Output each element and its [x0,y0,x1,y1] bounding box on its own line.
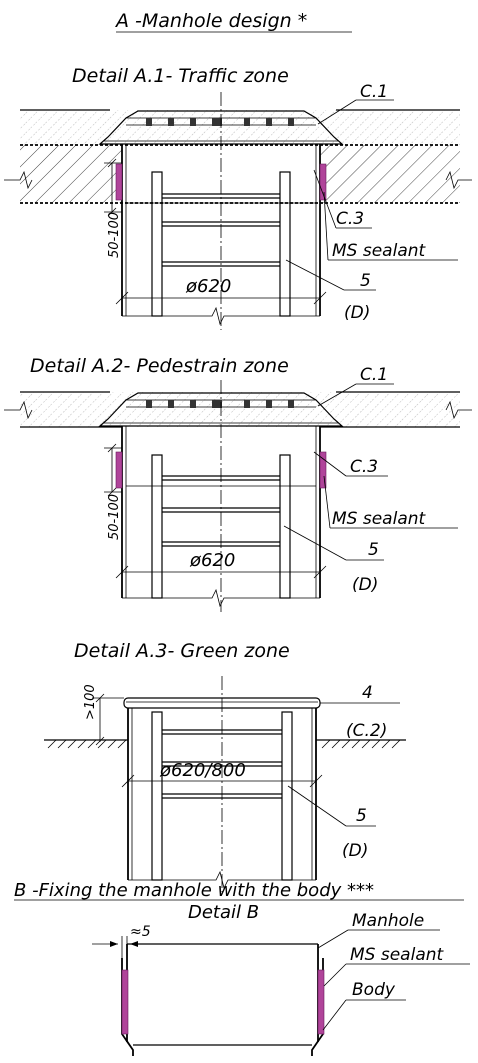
detail-b-title: Detail B [188,902,259,923]
diameter-label-a3: ø620/800 [159,760,246,781]
callout-c3-a2: C.3 [350,457,378,477]
sealant-right-a1 [319,163,327,201]
detail-a3-title: Detail A.3- Green zone [74,640,290,662]
manhole-cover-a2 [98,392,344,427]
callouts-a1: C.1 C.3 MS sealant 5 (D) [285,82,458,323]
height-dimension-a2: 50-100 [104,443,122,540]
item-5-a3: 5 [356,806,367,826]
sealant-right-b [317,969,325,1035]
shaft-a1 [121,92,321,330]
base-layer-left [20,145,122,203]
diameter-dimension-a1: ø620 [115,276,327,305]
item-5-sub-a3: (D) [342,841,368,861]
section-b: B -Fixing the manhole with the body *** … [14,880,470,1056]
section-b-title: B -Fixing the manhole with the body *** [14,880,374,901]
callouts-a3: 4 (C.2) 5 (D) [287,683,400,861]
sealant-right-a2 [319,451,327,489]
height-dimension-a1: 50-100 [104,158,122,258]
pavement-layer-a2 [20,392,460,427]
diameter-label-a1: ø620 [185,276,231,297]
section-a-title: A -Manhole design * [114,10,307,32]
gap-label: ≈5 [130,924,151,940]
pavement-layer [20,110,460,145]
ground-line [44,739,406,749]
sealant-label-a2: MS sealant [332,509,427,529]
height-dim-label-a1: 50-100 [107,212,122,258]
item-5-sub-a1: (D) [344,303,370,323]
sealant-left-b [121,969,129,1035]
section-a-heading: A -Manhole design * [114,10,352,33]
callouts-b: Manhole MS sealant Body [317,911,470,1031]
sealant-left-a1 [115,163,123,201]
callouts-a2: C.1 C.3 MS sealant 5 (D) [283,365,458,595]
item-5-a2: 5 [368,540,379,560]
sealant-left-a2 [115,451,123,489]
height-dimension-a3: >100 [83,684,124,746]
diameter-dimension-a3: ø620/800 [121,760,323,788]
item-5-sub-a2: (D) [352,575,378,595]
manhole-pipe [126,943,319,1042]
shaft-a3 [127,676,317,892]
detail-a1: Detail A.1- Traffic zone [4,65,472,330]
item-4-sub-a3: (C.2) [346,721,387,741]
detail-a2: Detail A.2- Pedestrain zone [4,355,472,612]
sealant-label-b: MS sealant [350,945,445,965]
body-pipe [121,958,324,1056]
height-dim-label-a2: 50-100 [107,494,122,540]
callout-c1-a2: C.1 [360,365,388,385]
height-dim-label-a3: >100 [83,684,98,720]
item-5-a1: 5 [360,271,371,291]
sealant-label-a1: MS sealant [332,241,427,261]
callout-c1-a1: C.1 [360,82,388,102]
detail-a2-title: Detail A.2- Pedestrain zone [30,355,289,377]
callout-c3-a1: C.3 [336,209,364,229]
body-label: Body [352,980,396,1000]
detail-a3: Detail A.3- Green zone [44,640,406,892]
base-layer-right [320,145,460,203]
diameter-label-a2: ø620 [189,550,235,571]
detail-a1-title: Detail A.1- Traffic zone [72,65,289,87]
manhole-label: Manhole [352,911,424,931]
item-4-a3: 4 [362,683,373,703]
diameter-dimension-a2: ø620 [115,550,327,579]
